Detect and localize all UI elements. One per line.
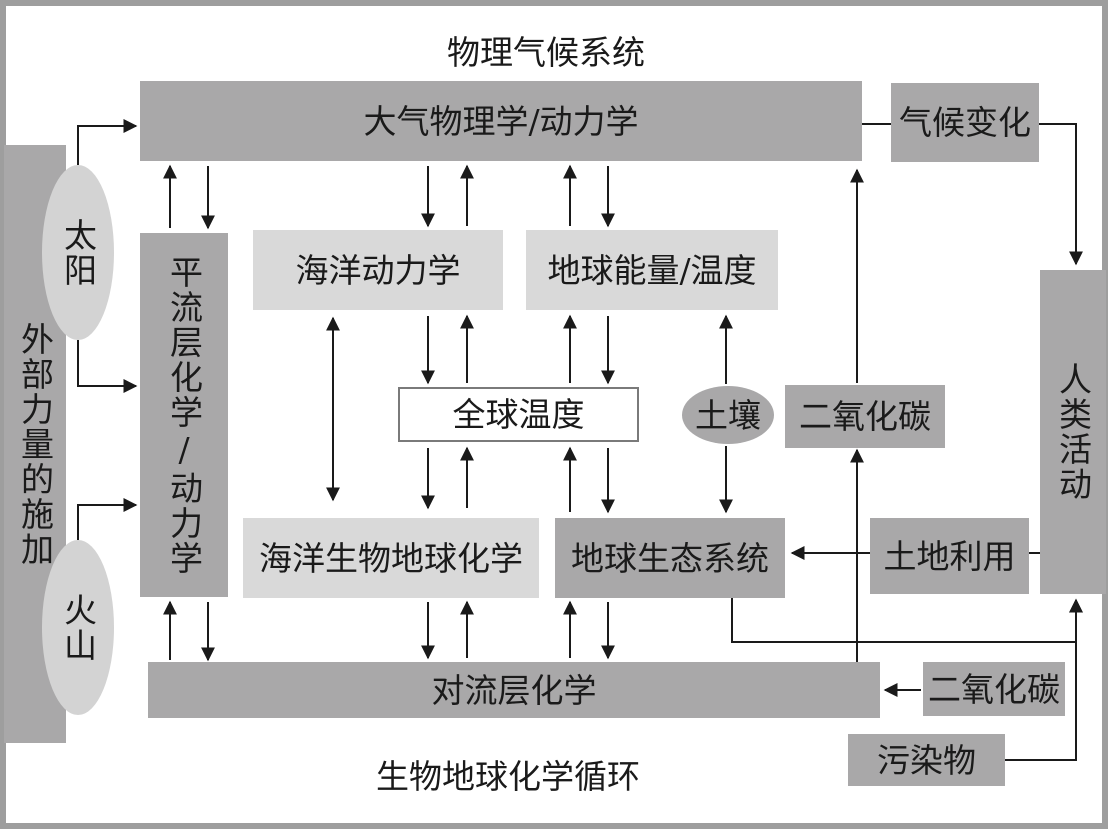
atmosphere-box: 大气物理学/动力学 [140,81,862,161]
soil-ellipse: 土壤 [682,386,774,444]
co2-lower-box: 二氧化碳 [923,662,1065,716]
human-activity-box: 人类活动 [1040,270,1106,594]
global-temperature-box: 全球温度 [398,387,639,442]
pollutants-box: 污染物 [848,734,1005,786]
troposphere-box: 对流层化学 [148,662,880,718]
climate-change-box: 气候变化 [891,83,1039,162]
earth-energy-box: 地球能量/温度 [526,230,778,310]
land-use-box: 土地利用 [870,518,1029,594]
marine-biogeochemistry-box: 海洋生物地球化学 [243,518,539,598]
arrow-volcano-to-stratosphere [77,498,138,540]
terrestrial-ecosystem-box: 地球生态系统 [555,518,785,598]
stratosphere-box: 平流层化学/动力学 [140,233,228,597]
co2-upper-box: 二氧化碳 [785,385,945,448]
title-biogeochemical-cycle: 生物地球化学循环 [376,757,640,796]
volcano-ellipse: 火山 [42,540,114,715]
title-physical-climate: 物理气候系统 [447,33,645,72]
arrow-pollutants-to-human [1005,598,1083,761]
arrow-terrestrial-to-human [731,598,1083,643]
arrow-sun-to-stratosphere [77,340,138,393]
ocean-dynamics-box: 海洋动力学 [253,230,503,310]
arrow-climatechange-to-human [1039,123,1083,266]
sun-ellipse: 太阳 [42,165,114,340]
arrow-sun-to-atmosphere [77,119,138,165]
